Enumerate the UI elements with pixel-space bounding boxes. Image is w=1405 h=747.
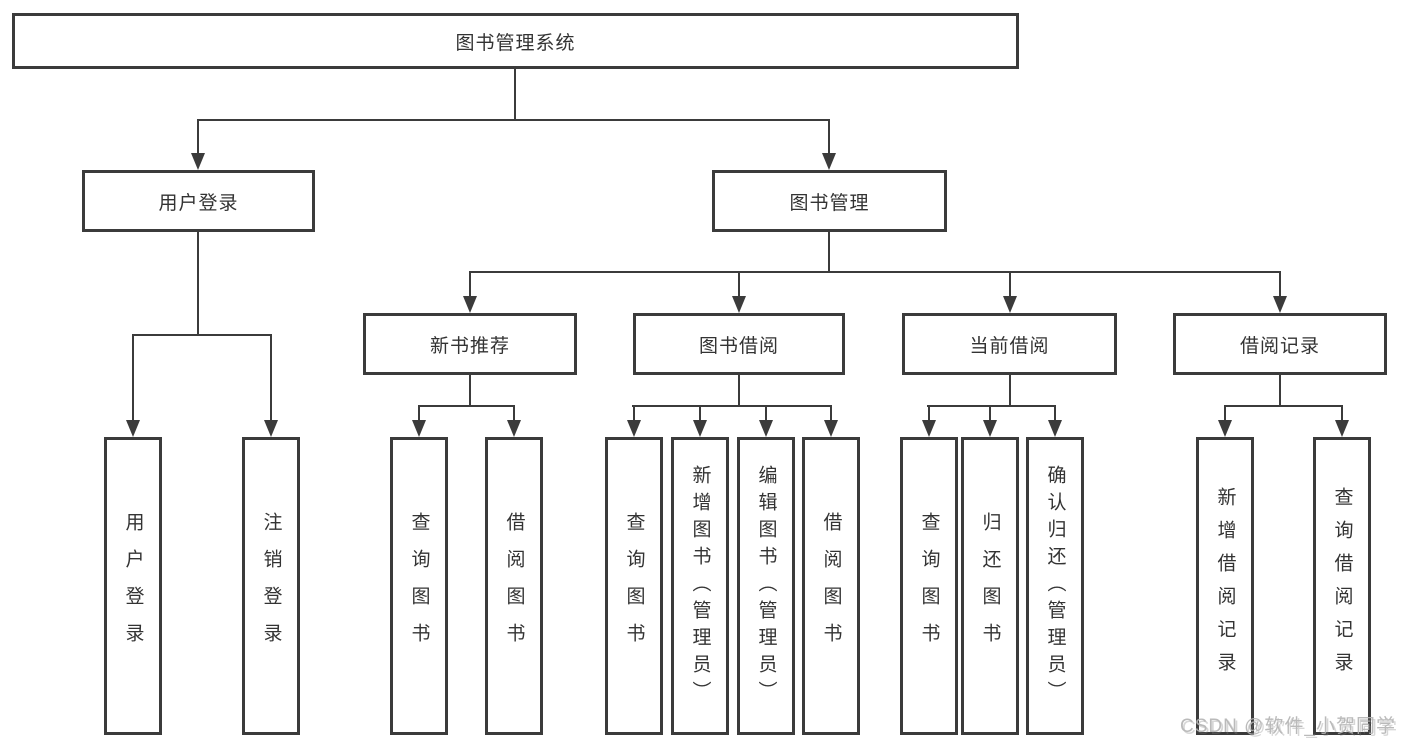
arrowhead-user-login	[191, 153, 205, 170]
node-book-mgmt-label: 图书管理	[789, 192, 870, 214]
connector-borrow-record-drop	[1279, 272, 1281, 297]
node-root-label: 图书管理系统	[455, 32, 576, 54]
connector-new-book-hline	[418, 405, 515, 407]
arrowhead-leaf-d1	[922, 420, 936, 437]
connector-leaf-logout-drop	[270, 334, 272, 421]
leaf-logout: 注销登录	[242, 437, 300, 735]
connector-borrow-record-hline	[1224, 405, 1343, 407]
node-current-borrow-label: 当前借阅	[969, 335, 1050, 357]
leaf-user-login: 用户登录	[104, 437, 162, 735]
connector-current-borrow-drop	[1009, 272, 1011, 297]
connector-root-hline	[197, 119, 830, 121]
connector-leaf-c2-drop	[699, 405, 701, 422]
arrowhead-leaf-login	[126, 420, 140, 437]
connector-book-mgmt-hline	[469, 271, 1281, 273]
node-book-borrow: 图书借阅	[633, 313, 845, 375]
arrowhead-borrow-record	[1273, 296, 1287, 313]
leaf-query-book-1: 查询图书	[390, 437, 448, 735]
connector-leaf-login-drop	[132, 334, 134, 421]
node-new-book-rec-label: 新书推荐	[429, 335, 510, 357]
connector-leaf-d1-drop	[928, 405, 930, 422]
connector-leaf-c4-drop	[830, 405, 832, 422]
leaf-query-borrow-record-label: 查询借阅记录	[1331, 487, 1353, 685]
arrowhead-leaf-b1	[412, 420, 426, 437]
leaf-add-book-admin-label: 新增图书（管理员）	[689, 464, 711, 708]
arrowhead-leaf-e1	[1218, 420, 1232, 437]
leaf-edit-book-admin-label: 编辑图书（管理员）	[755, 464, 777, 708]
connector-borrow-record-stem	[1279, 375, 1281, 406]
arrowhead-leaf-c1	[627, 420, 641, 437]
connector-leaf-e1-drop	[1224, 405, 1226, 422]
leaf-confirm-return-admin-label: 确认归还（管理员）	[1044, 464, 1066, 708]
leaf-query-book-3-label: 查询图书	[918, 512, 940, 660]
arrowhead-book-borrow	[732, 296, 746, 313]
leaf-confirm-return-admin: 确认归还（管理员）	[1026, 437, 1084, 735]
arrowhead-new-book	[463, 296, 477, 313]
connector-root-stem	[514, 68, 516, 120]
arrowhead-leaf-d3	[1048, 420, 1062, 437]
node-user-login-label: 用户登录	[158, 192, 239, 214]
leaf-query-borrow-record: 查询借阅记录	[1313, 437, 1371, 735]
connector-user-login-drop	[197, 120, 199, 154]
leaf-borrow-book-1-label: 借阅图书	[503, 512, 525, 660]
leaf-borrow-book-1: 借阅图书	[485, 437, 543, 735]
leaf-query-book-2-label: 查询图书	[623, 512, 645, 660]
connector-book-borrow-stem	[738, 375, 740, 406]
watermark: CSDN @软件_小贺同学	[1180, 716, 1396, 737]
connector-book-mgmt-stem	[828, 232, 830, 272]
leaf-user-login-label: 用户登录	[122, 512, 144, 660]
connector-leaf-e2-drop	[1341, 405, 1343, 422]
node-user-login: 用户登录	[82, 170, 315, 232]
leaf-edit-book-admin: 编辑图书（管理员）	[737, 437, 795, 735]
connector-new-book-stem	[469, 375, 471, 406]
node-book-borrow-label: 图书借阅	[698, 335, 779, 357]
leaf-query-book-3: 查询图书	[900, 437, 958, 735]
node-borrow-record-label: 借阅记录	[1239, 335, 1320, 357]
connector-current-borrow-stem	[1009, 375, 1011, 406]
connector-leaf-d2-drop	[989, 405, 991, 422]
leaf-return-book: 归还图书	[961, 437, 1019, 735]
arrowhead-leaf-d2	[983, 420, 997, 437]
arrowhead-leaf-e2	[1335, 420, 1349, 437]
leaf-add-book-admin: 新增图书（管理员）	[671, 437, 729, 735]
leaf-borrow-book-2: 借阅图书	[802, 437, 860, 735]
leaf-return-book-label: 归还图书	[979, 512, 1001, 660]
connector-user-login-hline	[132, 334, 272, 336]
arrowhead-book-mgmt	[822, 153, 836, 170]
leaf-add-borrow-record: 新增借阅记录	[1196, 437, 1254, 735]
arrowhead-leaf-c2	[693, 420, 707, 437]
arrowhead-leaf-logout	[264, 420, 278, 437]
node-current-borrow: 当前借阅	[902, 313, 1117, 375]
leaf-logout-label: 注销登录	[260, 512, 282, 660]
node-book-mgmt: 图书管理	[712, 170, 947, 232]
connector-leaf-b1-drop	[418, 405, 420, 422]
connector-new-book-drop	[469, 272, 471, 297]
leaf-query-book-1-label: 查询图书	[408, 512, 430, 660]
arrowhead-leaf-b2	[507, 420, 521, 437]
node-new-book-rec: 新书推荐	[363, 313, 577, 375]
connector-book-mgmt-drop	[828, 120, 830, 154]
connector-book-borrow-hline	[632, 405, 832, 407]
node-root: 图书管理系统	[12, 13, 1019, 69]
connector-leaf-c3-drop	[765, 405, 767, 422]
leaf-borrow-book-2-label: 借阅图书	[820, 512, 842, 660]
connector-book-borrow-drop	[738, 272, 740, 297]
connector-leaf-d3-drop	[1054, 405, 1056, 422]
connector-user-login-stem	[197, 232, 199, 335]
connector-current-borrow-hline	[927, 405, 1056, 407]
connector-leaf-c1-drop	[633, 405, 635, 422]
connector-leaf-b2-drop	[513, 405, 515, 422]
leaf-add-borrow-record-label: 新增借阅记录	[1214, 487, 1236, 685]
arrowhead-leaf-c3	[759, 420, 773, 437]
arrowhead-current-borrow	[1003, 296, 1017, 313]
leaf-query-book-2: 查询图书	[605, 437, 663, 735]
node-borrow-record: 借阅记录	[1173, 313, 1387, 375]
arrowhead-leaf-c4	[824, 420, 838, 437]
